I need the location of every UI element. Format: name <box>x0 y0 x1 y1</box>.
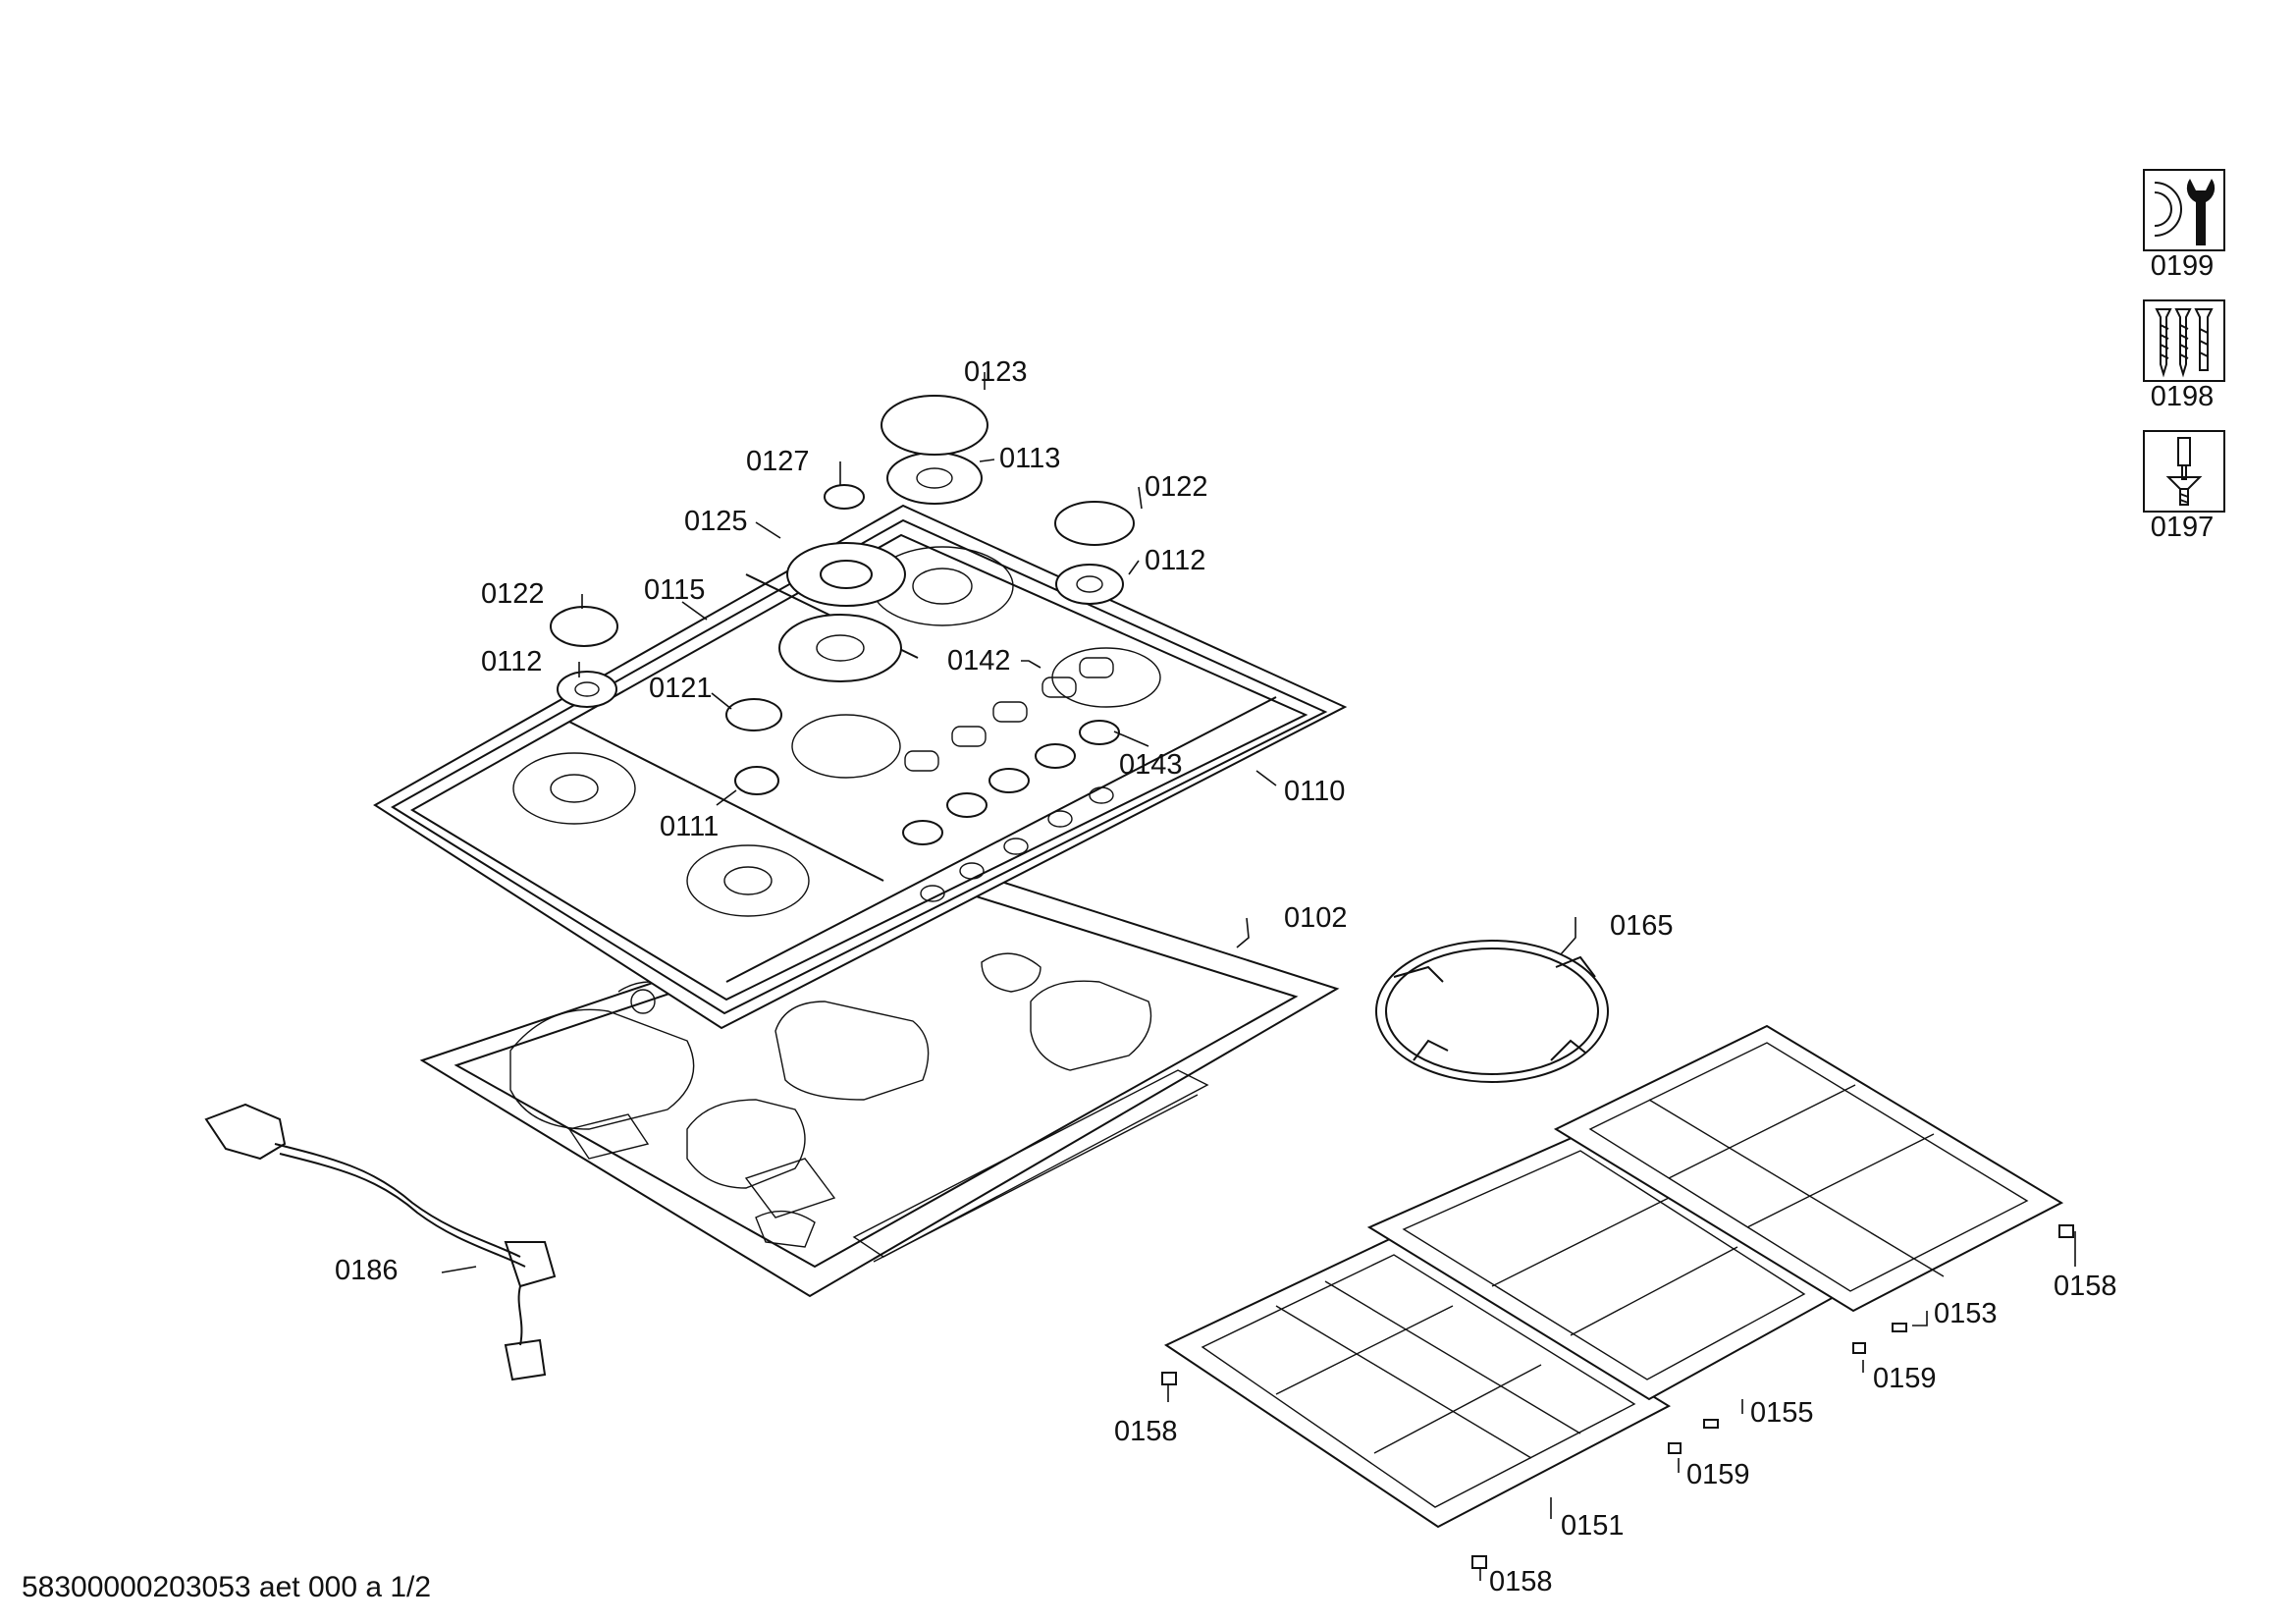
callout-0155: 0155 <box>1750 1397 1814 1429</box>
callout-0158: 0158 <box>2054 1271 2117 1302</box>
callout-0111: 0111 <box>660 811 719 842</box>
callout-0102: 0102 <box>1284 902 1348 934</box>
power-cord <box>204 1103 557 1381</box>
wrench-service-icon <box>2143 169 2225 251</box>
screwdriver-icon <box>2143 430 2225 513</box>
callout-0186: 0186 <box>335 1255 399 1286</box>
callout-0112: 0112 <box>481 646 542 677</box>
pan-support-right <box>1553 1024 2064 1313</box>
callout-0143: 0143 <box>1119 749 1183 781</box>
callout-0159: 0159 <box>1686 1459 1750 1490</box>
callout-0158: 0158 <box>1489 1566 1553 1597</box>
callout-0121: 0121 <box>649 673 713 704</box>
callout-0112: 0112 <box>1145 545 1205 576</box>
callout-0115: 0115 <box>644 574 705 606</box>
callout-0153: 0153 <box>1934 1298 1998 1329</box>
burners <box>550 395 1135 795</box>
control-knobs <box>902 657 1120 845</box>
callout-0110: 0110 <box>1284 776 1345 807</box>
tool-label-0199: 0199 <box>2150 250 2215 282</box>
callout-0122: 0122 <box>481 578 545 610</box>
pan-support-left <box>1163 1235 1672 1529</box>
callout-0113: 0113 <box>999 443 1060 474</box>
wok-ring <box>1375 940 1609 1083</box>
tool-label-0198: 0198 <box>2150 381 2215 412</box>
document-id: 58300000203053 aet 000 a 1/2 <box>22 1571 432 1603</box>
callout-0125: 0125 <box>684 506 748 537</box>
clips <box>1161 1224 2074 1569</box>
callout-0142: 0142 <box>947 645 1011 677</box>
callout-0151: 0151 <box>1561 1510 1625 1542</box>
tool-label-0197: 0197 <box>2150 512 2215 543</box>
leader-lines <box>441 372 2076 1581</box>
callout-0123: 0123 <box>964 356 1028 388</box>
callout-0165: 0165 <box>1610 910 1674 942</box>
callout-0158: 0158 <box>1114 1416 1178 1447</box>
callout-0159: 0159 <box>1873 1363 1937 1394</box>
callout-labels: 0123 0127 0113 0122 0125 0112 0122 0115 … <box>335 356 2117 1597</box>
callout-0127: 0127 <box>746 446 810 477</box>
callout-0122: 0122 <box>1145 471 1208 503</box>
screws-icon <box>2143 299 2225 382</box>
